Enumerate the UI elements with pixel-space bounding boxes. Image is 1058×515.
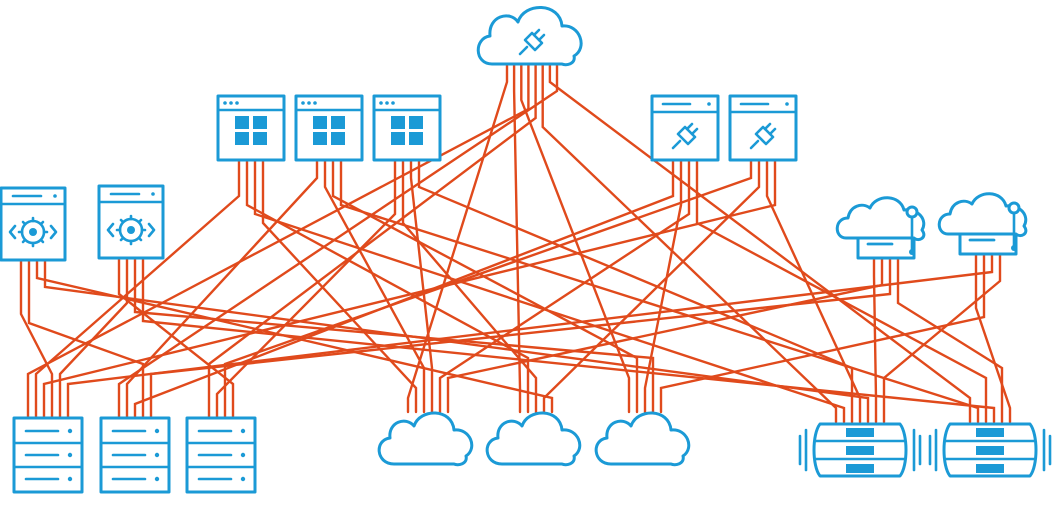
- connection-line: [27, 258, 145, 420]
- connection-line: [34, 158, 241, 420]
- connection-line: [223, 158, 753, 420]
- connection-line: [207, 62, 537, 420]
- connection-line: [42, 158, 777, 420]
- node-icons: [0, 7, 1052, 494]
- connection-line: [406, 62, 509, 414]
- windows-browser-icon: [372, 94, 442, 162]
- connection-line: [765, 158, 862, 424]
- connection-line: [26, 62, 530, 420]
- connection-line: [149, 256, 892, 420]
- connection-line: [58, 256, 129, 420]
- connection-line: [35, 258, 554, 414]
- connection-line: [695, 158, 988, 424]
- server-rack-icon: [99, 416, 171, 494]
- cloud-icon: [485, 411, 582, 467]
- cloud-server-icon: [937, 192, 1028, 256]
- connection-line: [215, 158, 397, 420]
- plugin-window-icon: [730, 96, 796, 160]
- connection-line: [117, 256, 235, 420]
- connection-line: [125, 158, 319, 420]
- connection-line: [542, 158, 761, 414]
- connection-line: [43, 258, 870, 424]
- connection-line: [659, 252, 986, 414]
- connection-line: [245, 158, 530, 414]
- cloud-icon: [377, 411, 474, 467]
- connection-line: [512, 62, 522, 414]
- connection-line: [117, 62, 559, 420]
- plugin-window-icon: [652, 96, 718, 160]
- connection-line: [974, 252, 1012, 424]
- connection-line: [323, 158, 426, 414]
- gear-server-icon: [97, 184, 165, 260]
- connection-line: [896, 256, 1004, 424]
- connection-line: [548, 62, 972, 424]
- connection-lines: [19, 62, 1012, 424]
- connection-line: [541, 62, 838, 424]
- connection-line: [261, 158, 418, 414]
- connection-line: [66, 252, 994, 420]
- windows-browser-icon: [294, 94, 364, 162]
- server-rack-icon: [12, 416, 84, 494]
- cloud-server-icon: [835, 196, 926, 260]
- connection-line: [141, 256, 996, 424]
- windows-browser-icon: [216, 94, 286, 162]
- database-icon: [928, 422, 1052, 478]
- cloud-icon: [594, 411, 691, 467]
- connection-line: [19, 258, 54, 420]
- connection-line: [446, 256, 884, 414]
- cloud-plugin-icon: [478, 7, 581, 64]
- connection-line: [133, 256, 655, 414]
- database-icon: [798, 422, 922, 478]
- connection-line: [882, 252, 1002, 424]
- connection-line: [339, 158, 980, 424]
- connection-line: [438, 158, 691, 414]
- gear-server-icon: [0, 186, 67, 262]
- server-rack-icon: [185, 416, 257, 494]
- connection-line: [409, 158, 434, 414]
- connection-line: [872, 256, 878, 424]
- connection-line: [643, 158, 683, 414]
